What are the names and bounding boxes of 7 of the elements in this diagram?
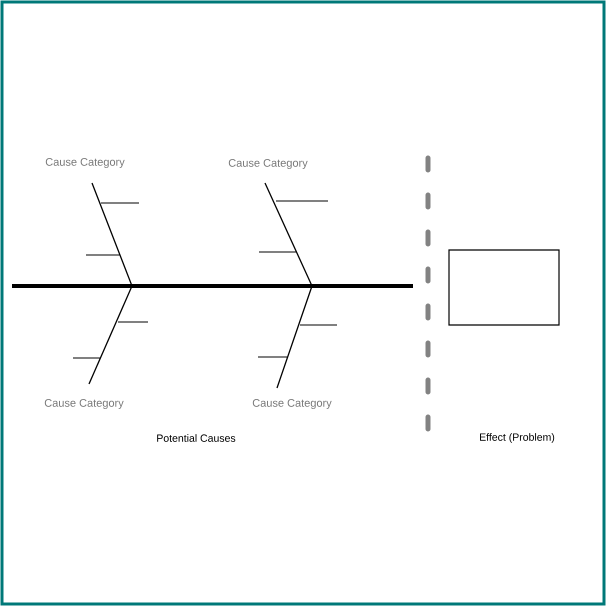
category-label: Cause Category <box>44 399 124 409</box>
category-label: Cause Category <box>228 159 308 169</box>
category-label: Cause Category <box>46 158 125 168</box>
caption-label: Effect (Problem) <box>480 433 554 443</box>
caption-label: Potential Causes <box>157 434 236 442</box>
category-label: Cause Category <box>252 399 332 409</box>
effect-box <box>448 249 560 326</box>
